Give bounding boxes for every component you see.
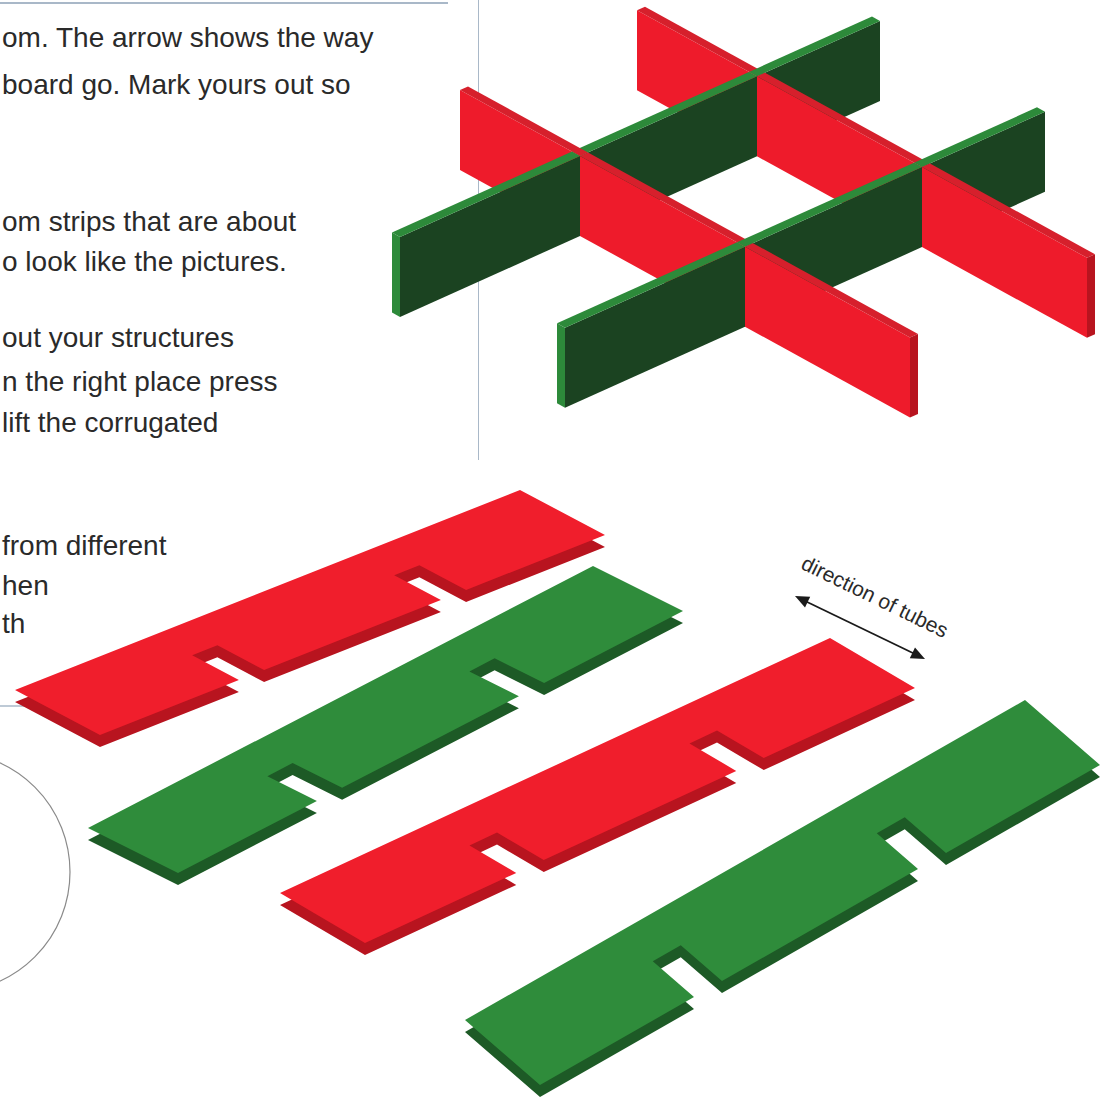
red-panel-part [460, 86, 588, 156]
page-circle [0, 752, 70, 992]
red-panel-part [910, 334, 918, 418]
body-text-line: om. The arrow shows the way [2, 21, 373, 55]
body-text-line: th [2, 607, 25, 641]
green-panel-part [737, 163, 922, 247]
green-panel [557, 242, 745, 407]
red-panel-part [745, 243, 918, 337]
green-panel-part [392, 152, 580, 237]
red-panel-part [637, 7, 765, 77]
arrow-label: direction of tubes [798, 551, 953, 644]
red-panel-part [922, 167, 1087, 338]
green-panel [392, 152, 580, 317]
green-panel-part [392, 233, 400, 317]
body-text-line: out your structures [2, 321, 234, 355]
red-panel [922, 164, 1095, 338]
body-text-line: from different [2, 529, 166, 563]
red-panel-part [757, 73, 930, 167]
red-panel-part [922, 164, 1095, 258]
green-panel-part [749, 17, 880, 77]
green-panel-part [557, 323, 565, 407]
body-text-line: board go. Mark yours out so [2, 68, 351, 102]
green-panel-part [400, 156, 580, 317]
body-text-line: om strips that are about [2, 205, 296, 239]
direction-arrow-part [910, 648, 925, 660]
green-panel-part [565, 247, 745, 408]
red-panel-part [580, 152, 753, 246]
green-strip [465, 700, 1100, 1097]
page-rules-part [0, 2, 448, 4]
red-panel-part [745, 247, 910, 418]
direction-arrow-part [795, 596, 810, 608]
red-panel-part [1087, 254, 1095, 338]
green-panel-part [572, 72, 757, 156]
body-text-line: n the right place press [2, 365, 278, 399]
green-panel-part [914, 107, 1045, 167]
red-panel [745, 243, 918, 417]
body-text-line: hen [2, 569, 49, 603]
body-text-line: o look like the pictures. [2, 245, 287, 279]
green-strip-part [465, 700, 1100, 1085]
green-panel-part [557, 242, 745, 327]
body-text-line: lift the corrugated [2, 406, 218, 440]
